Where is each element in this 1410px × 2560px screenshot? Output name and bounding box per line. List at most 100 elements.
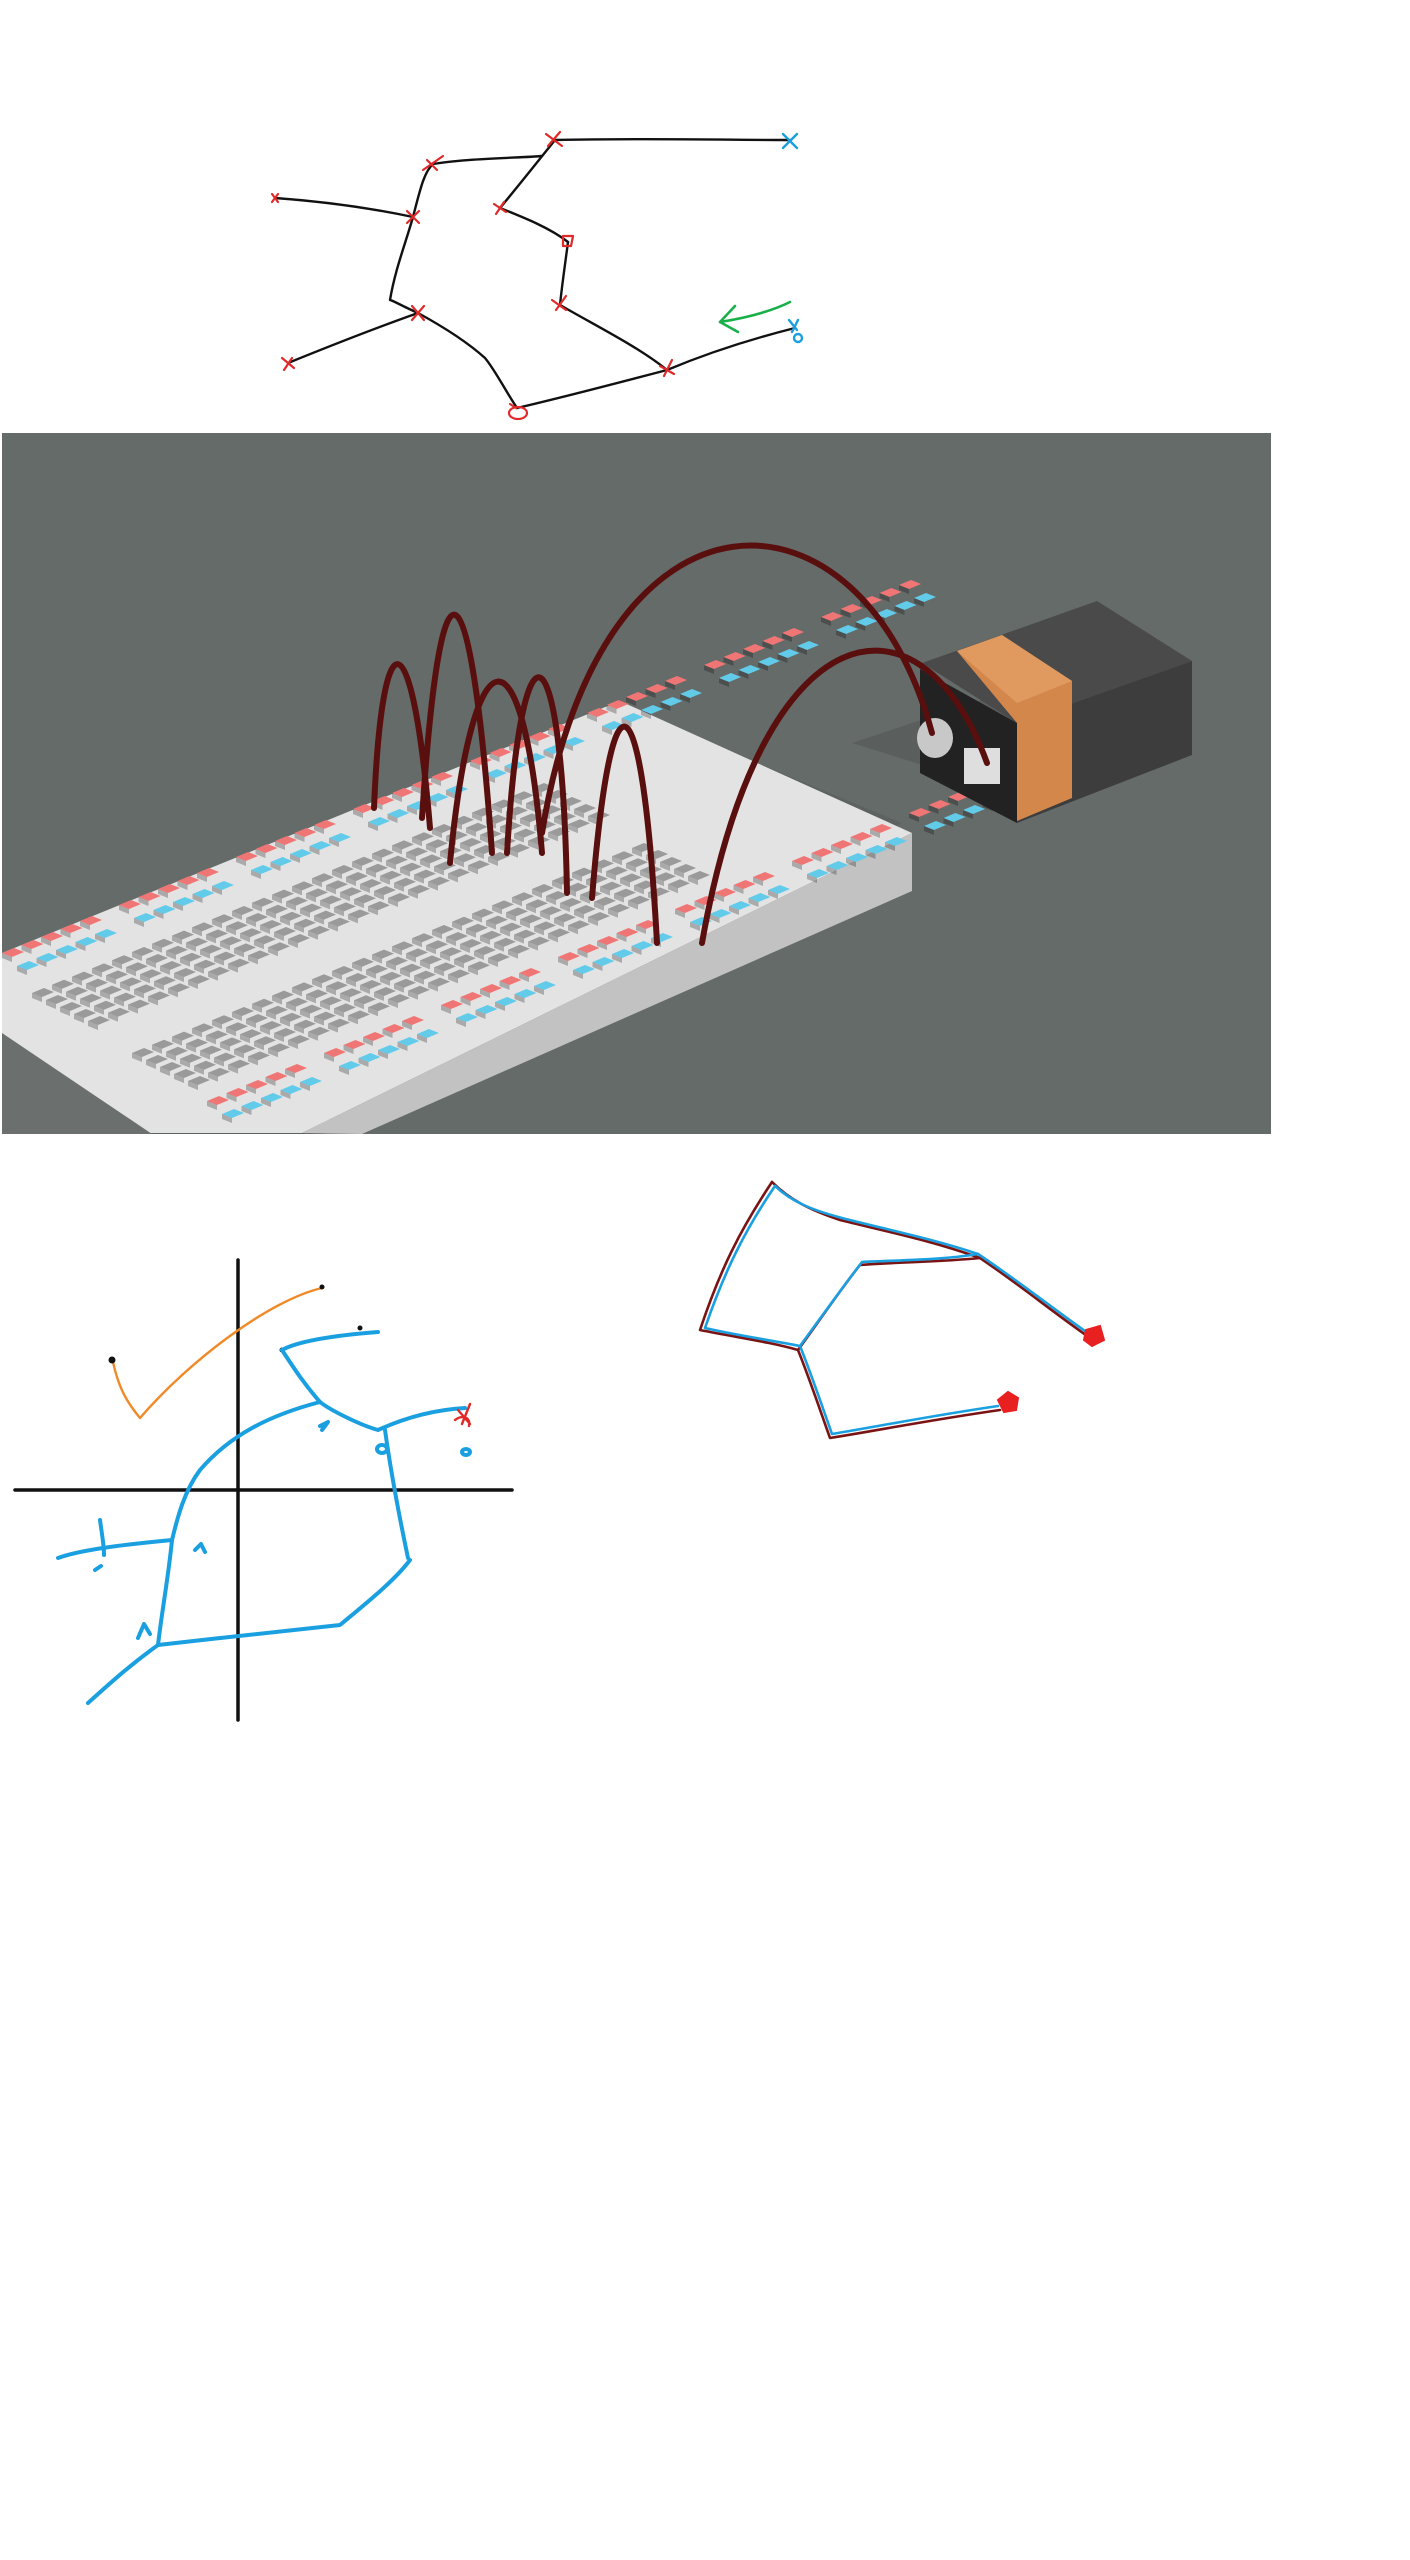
- hole: [448, 868, 470, 878]
- hole: [240, 928, 262, 938]
- hole: [168, 983, 190, 993]
- hole: [306, 888, 328, 898]
- hole-shade: [252, 902, 262, 912]
- rail-hole-blue: [153, 905, 176, 914]
- rail-hole-blue-shade: [290, 854, 300, 863]
- hole-shade: [172, 935, 182, 945]
- hole: [408, 985, 430, 995]
- stroke: [156, 1538, 174, 1647]
- rail-hole-red-shade: [850, 837, 861, 846]
- rail-hole-blue: [885, 837, 907, 846]
- hole-shade: [300, 908, 310, 918]
- hole: [180, 1053, 202, 1063]
- hole-shade: [194, 1065, 204, 1075]
- rail-hole-blue-shade: [192, 894, 203, 903]
- rail-hole-blue: [290, 849, 312, 858]
- hole-shade: [312, 878, 322, 888]
- stroke: [56, 1538, 174, 1560]
- hole-shade: [600, 886, 610, 896]
- hole: [108, 1007, 130, 1017]
- rail-hole-blue-shade: [563, 742, 573, 751]
- hole-shade: [372, 853, 382, 863]
- hole-shade: [554, 817, 564, 827]
- rail-hole-red-shade: [558, 957, 568, 966]
- rail-hole-red-shade: [811, 853, 822, 862]
- hole-shade: [532, 889, 542, 898]
- hole: [574, 804, 596, 813]
- node-mark: [544, 130, 564, 148]
- edge: [273, 196, 415, 219]
- rail-hole-blue-shade: [807, 874, 817, 883]
- hole-shade: [654, 877, 664, 887]
- hole: [206, 929, 228, 939]
- hole-shade: [288, 1040, 298, 1049]
- hole: [514, 929, 536, 939]
- hole: [252, 897, 274, 907]
- hole: [132, 947, 154, 956]
- rail-hole-red: [626, 692, 648, 701]
- rail-hole-blue: [943, 813, 966, 822]
- hole-shade: [112, 960, 122, 970]
- hole-shade: [414, 874, 424, 884]
- rail-hole-blue-shade: [212, 886, 222, 895]
- hole: [146, 1055, 168, 1064]
- hole: [452, 916, 474, 926]
- rail-hole-blue: [836, 625, 858, 634]
- hole-shade: [332, 870, 342, 879]
- hole-shade: [460, 944, 470, 953]
- hole: [232, 1007, 254, 1016]
- hole-shade: [340, 892, 350, 902]
- graph-edges: [273, 137, 797, 410]
- endpoint-marks: [781, 132, 804, 344]
- hole: [228, 1059, 250, 1069]
- hole-shade: [380, 875, 390, 885]
- hole: [420, 955, 442, 965]
- hole-shade: [392, 946, 402, 956]
- hole: [300, 1004, 322, 1014]
- hole-shade: [548, 933, 558, 943]
- rail-hole-blue-shade: [836, 630, 846, 639]
- hole-shade: [60, 1007, 70, 1016]
- hole: [314, 1011, 336, 1021]
- hole-shade: [200, 949, 210, 959]
- rail-hole-red: [138, 892, 161, 901]
- rail-hole-red: [928, 800, 951, 809]
- hole: [512, 892, 534, 902]
- hole: [360, 879, 382, 888]
- hole: [286, 896, 308, 906]
- hole-shade: [166, 950, 176, 960]
- edge: [431, 154, 544, 166]
- rail-hole-blue-shade: [95, 934, 105, 943]
- dot: [319, 1284, 325, 1290]
- hole-shade: [132, 952, 142, 961]
- rail-hole-red: [294, 828, 317, 837]
- dot: [108, 1356, 116, 1364]
- hole: [234, 943, 256, 953]
- rail-hole-red: [158, 884, 180, 893]
- hole: [274, 1028, 296, 1037]
- hole: [560, 898, 582, 907]
- hole-shade: [534, 926, 544, 936]
- rail-hole-blue-shade: [368, 822, 378, 831]
- rail-hole-red-shade: [675, 909, 685, 918]
- rail-hole-blue: [485, 769, 507, 778]
- hole-shade: [166, 1051, 176, 1061]
- hole-shade: [240, 1034, 250, 1044]
- hole-shade: [300, 1009, 310, 1019]
- hole: [372, 949, 394, 959]
- hole: [66, 986, 88, 996]
- rail-hole-red: [343, 1040, 366, 1049]
- hole: [172, 930, 194, 940]
- hole-shade: [220, 941, 230, 951]
- rail-hole-red-shade: [382, 1029, 393, 1038]
- hole: [234, 1044, 256, 1054]
- rail-hole-blue: [17, 961, 39, 970]
- hole: [492, 900, 514, 910]
- rail-hole-blue: [660, 697, 683, 706]
- hole: [140, 969, 162, 979]
- rail-hole-red: [2, 948, 24, 957]
- hole: [200, 1045, 222, 1055]
- hole: [232, 906, 254, 915]
- rail-hole-red-shade: [138, 897, 149, 906]
- hole-shade: [466, 827, 476, 837]
